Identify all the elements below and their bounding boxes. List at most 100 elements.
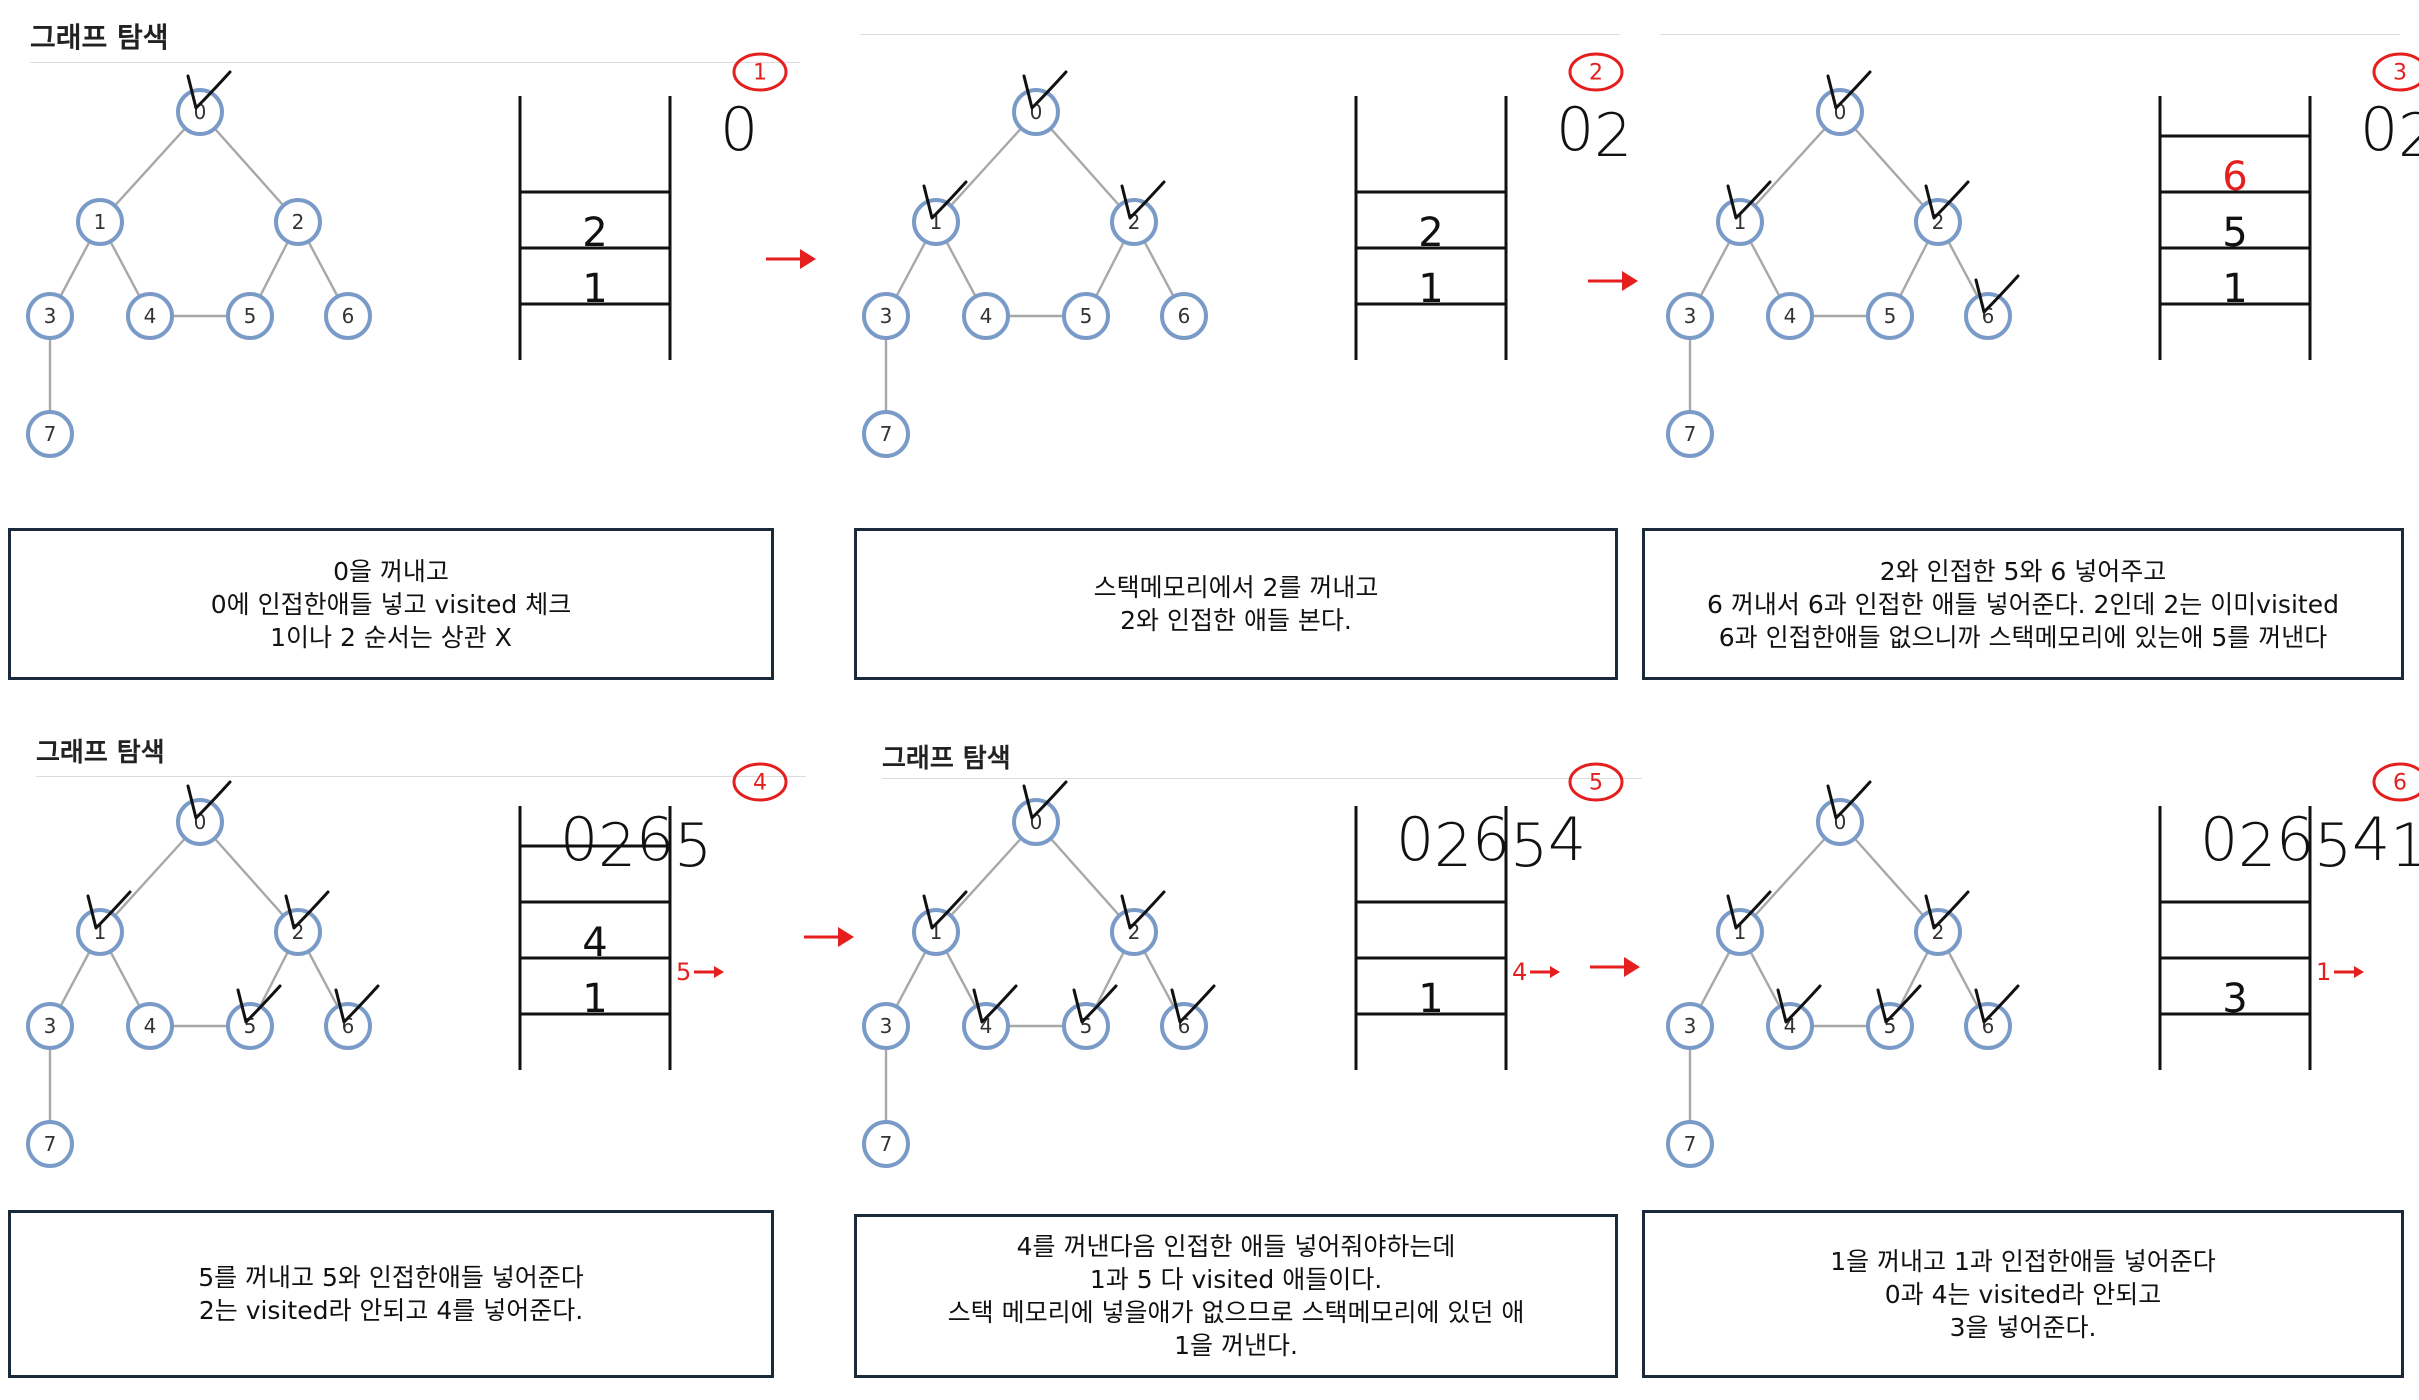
popped-item-5: 5 — [676, 958, 691, 986]
visited-check-4 — [972, 984, 1018, 1024]
graph-node-6: 6 — [1964, 1002, 2012, 1050]
graph-node-1: 1 — [76, 908, 124, 956]
title-divider — [882, 778, 1642, 779]
visited-check-0 — [1022, 70, 1068, 110]
next-step-arrow — [766, 249, 816, 269]
title-divider — [1660, 34, 2400, 35]
sequence-digit: 6 — [636, 805, 674, 875]
caption-line: 1이나 2 순서는 상관 X — [270, 622, 512, 652]
graph-node-1: 1 — [912, 198, 960, 246]
section-title: 그래프 탐색 — [882, 744, 1011, 774]
page-title: 그래프 탐색 — [30, 21, 169, 54]
visited-check-0 — [186, 70, 232, 110]
graph-edge-0-1 — [935, 821, 1037, 933]
title-divider — [36, 776, 806, 777]
graph-edge-0-2 — [1035, 821, 1135, 933]
sequence-digit: 2 — [2238, 811, 2276, 881]
caption-line: 스택 메모리에 넣을애가 없으므로 스택메모리에 있던 애 — [947, 1298, 1525, 1327]
next-step-arrow — [1590, 957, 1640, 977]
graph-node-5: 5 — [1062, 1002, 1110, 1050]
step-6-caption: 1을 꺼내고 1과 인접한애들 넣어준다 0과 4는 visited라 안되고 … — [1642, 1210, 2404, 1378]
svg-text:3: 3 — [880, 1014, 893, 1038]
stack-item-3: 3 — [2222, 976, 2247, 1022]
graph-node-1: 1 — [1716, 198, 1764, 246]
visited-check-2 — [1924, 180, 1970, 220]
caption-line: 1을 꺼내고 1과 인접한애들 넣어준다 — [1830, 1246, 2216, 1276]
title-divider — [860, 34, 1620, 35]
stack-memory: 145 — [518, 806, 724, 1070]
svg-text:7: 7 — [1684, 422, 1697, 446]
svg-text:7: 7 — [880, 422, 893, 446]
graph-node-1: 1 — [912, 908, 960, 956]
stack-item-6: 6 — [2222, 154, 2247, 200]
svg-text:5: 5 — [244, 304, 257, 328]
title-divider — [30, 62, 800, 63]
graph-node-3: 3 — [862, 1002, 910, 1050]
graph-node-4: 4 — [962, 292, 1010, 340]
visited-check-6 — [1974, 984, 2020, 1024]
graph-edge-0-2 — [1839, 821, 1939, 933]
sequence-digit: 4 — [1548, 805, 1586, 875]
graph-node-2: 2 — [1110, 198, 1158, 246]
svg-text:4: 4 — [980, 304, 993, 328]
svg-text:3: 3 — [2393, 61, 2407, 86]
popped-item-1: 1 — [2316, 958, 2331, 986]
graph-node-7: 7 — [26, 410, 74, 458]
graph-node-5: 5 — [1062, 292, 1110, 340]
graph-node-1: 1 — [1716, 908, 1764, 956]
graph-node-4: 4 — [126, 1002, 174, 1050]
graph-node-1: 1 — [76, 198, 124, 246]
graph-node-2: 2 — [274, 908, 322, 956]
caption-line: 0에 인접한애들 넣고 visited 체크 — [210, 589, 572, 619]
visited-sequence: 026 — [2360, 95, 2419, 171]
graph-node-7: 7 — [26, 1120, 74, 1168]
visited-sequence: 0 — [720, 95, 758, 165]
sequence-digit: 5 — [1510, 811, 1548, 881]
caption-line: 1을 꺼낸다. — [1174, 1331, 1298, 1360]
svg-text:7: 7 — [880, 1132, 893, 1156]
graph-node-7: 7 — [1666, 410, 1714, 458]
step-panel-3: 012345671560263 — [1640, 0, 2419, 690]
visited-check-6 — [334, 984, 380, 1024]
visited-check-5 — [236, 984, 282, 1024]
step-badge: 2 — [1568, 52, 1624, 92]
step-3-caption: 2와 인접한 5와 6 넣어주고 6 꺼내서 6과 인접한 애들 넣어준다. 2… — [1642, 528, 2404, 680]
visited-check-5 — [1072, 984, 1118, 1024]
stack-item-1: 1 — [2222, 266, 2247, 312]
sequence-digit: 5 — [674, 811, 712, 881]
graph-node-0: 0 — [1012, 798, 1060, 846]
graph-node-2: 2 — [1914, 198, 1962, 246]
stack-item-1: 1 — [1418, 266, 1443, 312]
graph-node-5: 5 — [226, 292, 274, 340]
stack-memory: 31 — [2158, 806, 2364, 1070]
svg-text:2: 2 — [292, 210, 305, 234]
svg-text:7: 7 — [1684, 1132, 1697, 1156]
caption-line: 6과 인접한애들 없으니까 스택메모리에 있는애 5를 꺼낸다 — [1718, 622, 2328, 652]
step-badge: 5 — [1568, 762, 1624, 802]
graph-node-4: 4 — [126, 292, 174, 340]
step-2-caption: 스택메모리에서 2를 꺼내고 2와 인접한 애들 본다. — [854, 528, 1618, 680]
visited-check-0 — [186, 780, 232, 820]
graph-node-2: 2 — [274, 198, 322, 246]
graph-node-3: 3 — [862, 292, 910, 340]
visited-check-1 — [922, 890, 968, 930]
stack-memory: 12 — [1354, 96, 1508, 360]
graph-node-5: 5 — [226, 1002, 274, 1050]
visited-check-4 — [1776, 984, 1822, 1024]
section-title: 그래프 탐색 — [36, 738, 165, 768]
stack-item-1: 1 — [582, 976, 607, 1022]
step-5-caption: 4를 꺼낸다음 인접한 애들 넣어줘야하는데 1과 5 다 visited 애들… — [854, 1214, 1618, 1378]
sequence-digit: 1 — [2390, 811, 2419, 881]
graph-node-4: 4 — [1766, 1002, 1814, 1050]
sequence-digit: 2 — [598, 811, 636, 881]
visited-check-1 — [1726, 890, 1772, 930]
graph-node-5: 5 — [1866, 292, 1914, 340]
sequence-digit: 4 — [2352, 805, 2390, 875]
graph-edge-0-2 — [1035, 111, 1135, 223]
